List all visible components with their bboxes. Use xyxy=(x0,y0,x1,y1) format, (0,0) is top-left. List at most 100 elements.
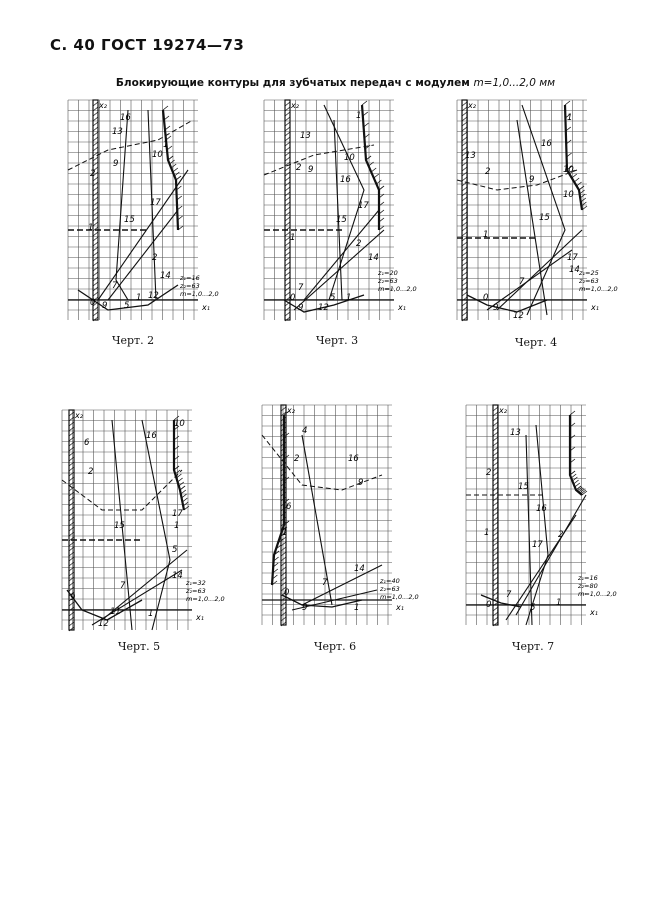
wall-hatch xyxy=(92,266,99,272)
contour-line xyxy=(496,229,583,311)
gear-parameter: m=1,0...2,0 xyxy=(579,285,618,293)
wall-hatch xyxy=(492,541,499,547)
wall-hatch xyxy=(492,606,499,612)
x2-axis-label: x₂ xyxy=(286,406,296,415)
wall-hatch xyxy=(461,226,468,232)
page-header: С. 40 ГОСТ 19274—73 xyxy=(50,36,245,54)
wall-hatch xyxy=(92,216,99,222)
contour-label: 7 xyxy=(112,281,118,291)
boundary-hatch xyxy=(565,139,572,145)
wall-hatch xyxy=(461,191,468,197)
contour-label: 7 xyxy=(120,581,126,591)
contour-label: 15 xyxy=(539,213,550,223)
x1-axis-label: x₁ xyxy=(201,303,210,312)
boundary-hatch xyxy=(175,175,182,181)
contour-label: 1 xyxy=(174,521,179,531)
wall-hatch xyxy=(92,211,99,217)
contour-label: 0 xyxy=(483,293,488,303)
gear-parameter: z₁=20 xyxy=(377,269,398,277)
wall-hatch xyxy=(92,106,99,112)
wall-hatch xyxy=(68,591,75,597)
wall-hatch xyxy=(92,236,99,242)
contour-label: 16 xyxy=(120,113,131,123)
contour-line xyxy=(486,249,573,311)
wall-hatch xyxy=(492,516,499,522)
wall-hatch xyxy=(461,141,468,147)
wall-hatch xyxy=(280,621,287,627)
wall-hatch xyxy=(92,181,99,187)
boundary-hatch xyxy=(580,197,587,203)
wall-hatch xyxy=(461,261,468,267)
wall-hatch xyxy=(461,196,468,202)
gear-parameter: z₂=63 xyxy=(179,282,200,290)
contour-line xyxy=(505,514,577,621)
x2-axis-label: x₂ xyxy=(74,411,84,420)
contour-label: 12 xyxy=(318,303,329,313)
x1-axis-label: x₁ xyxy=(589,608,598,617)
wall-hatch xyxy=(461,291,468,297)
wall-hatch xyxy=(92,171,99,177)
contour-label: 17 xyxy=(150,198,161,208)
x1-axis-label: x₁ xyxy=(590,303,599,312)
wall-hatch xyxy=(280,411,287,417)
wall-hatch xyxy=(284,316,291,322)
wall-hatch xyxy=(461,171,468,177)
wall-hatch xyxy=(284,311,291,317)
grid xyxy=(67,99,198,320)
wall-hatch xyxy=(461,106,468,112)
wall-hatch xyxy=(284,256,291,262)
wall-hatch xyxy=(280,611,287,617)
hatched-boundary xyxy=(360,104,381,230)
contour-line xyxy=(515,494,587,616)
boundary-hatch xyxy=(578,185,585,191)
boundary-hatch xyxy=(179,485,186,491)
wall-hatch xyxy=(92,256,99,262)
hatched-boundary xyxy=(270,415,286,586)
contour-label: 9 xyxy=(493,303,498,313)
lower-contour xyxy=(466,294,548,313)
wall-hatch xyxy=(68,571,75,577)
wall-hatch xyxy=(284,221,291,227)
wall-hatch xyxy=(68,626,75,632)
boundary-hatch xyxy=(376,179,382,185)
caption-chart-5: Черт. 5 xyxy=(118,640,161,653)
wall-hatch xyxy=(92,121,99,127)
boundary-hatch xyxy=(575,485,582,491)
contour-label: 2 xyxy=(90,169,95,179)
contour-label: 14 xyxy=(172,571,183,581)
dashed-contour xyxy=(261,434,383,491)
wall-hatch xyxy=(461,316,468,322)
contour-line xyxy=(97,169,189,301)
wall-hatch xyxy=(284,281,291,287)
boundary-hatch xyxy=(565,113,571,119)
wall-hatch xyxy=(280,541,287,547)
wall-hatch xyxy=(492,486,499,492)
wall-hatch xyxy=(280,606,287,612)
contour-label: 16 xyxy=(541,139,552,149)
boundary-hatch xyxy=(365,155,372,161)
wall-hatch xyxy=(284,116,291,122)
wall-hatch xyxy=(461,206,468,212)
boundary-hatch xyxy=(166,145,173,151)
boundary-hatch xyxy=(173,435,180,441)
wall-hatch xyxy=(92,151,99,157)
boundary-hatch xyxy=(364,144,371,150)
wall-hatch xyxy=(461,101,468,107)
contour-label: 16 xyxy=(146,431,157,441)
boundary-hatch xyxy=(576,486,583,492)
wall-hatch xyxy=(284,241,291,247)
wall-hatch xyxy=(92,186,99,192)
boundary-hatch xyxy=(370,167,377,173)
wall-hatch xyxy=(284,211,291,217)
wall-hatch xyxy=(92,191,99,197)
contour-label: 1 xyxy=(282,528,287,538)
boundary-hatch xyxy=(177,215,183,221)
wall-hatch xyxy=(68,496,75,502)
wall-hatch xyxy=(68,521,75,527)
